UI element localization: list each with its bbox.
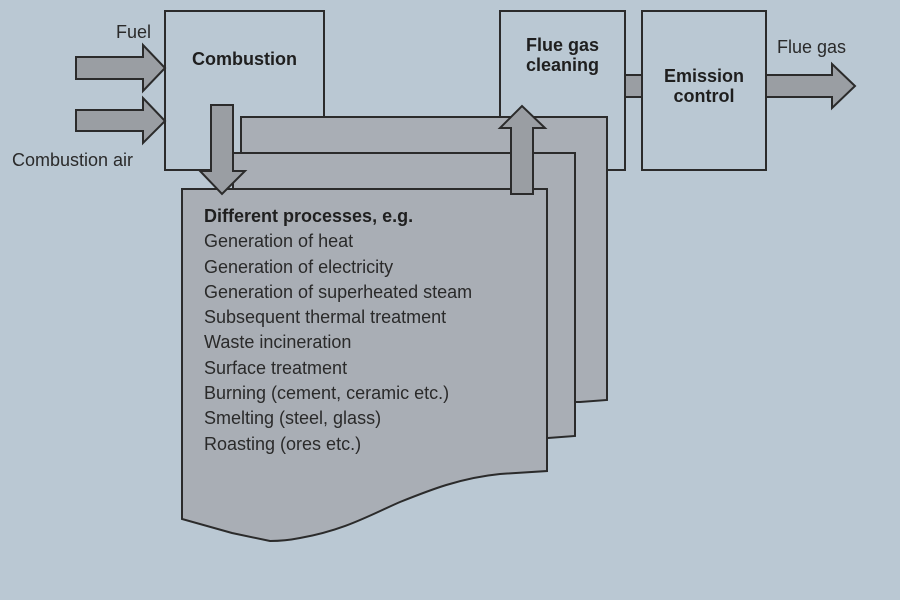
connector-bar <box>624 74 643 98</box>
process-item: Roasting (ores etc.) <box>204 433 362 454</box>
flue-gas-cleaning-line-1: Flue gas <box>525 35 600 55</box>
emission-control-line-2: control <box>673 86 735 106</box>
flue-gas-cleaning-title: Flue gas cleaning <box>500 35 625 75</box>
process-list-heading: Different processes, e.g. <box>204 206 414 226</box>
process-item: Smelting (steel, glass) <box>204 408 382 429</box>
down-arrow <box>197 104 248 196</box>
process-list: Different processes, e.g. Generation of … <box>204 204 472 457</box>
process-item: Generation of heat <box>204 231 354 252</box>
flue-gas-arrow <box>765 61 857 111</box>
flue-gas-output-label: Flue gas <box>777 37 847 57</box>
combustion-air-arrow <box>75 95 167 146</box>
process-item: Generation of superheated steam <box>204 281 473 302</box>
fuel-label: Fuel <box>116 22 152 42</box>
emission-control-box <box>641 10 767 171</box>
emission-control-line-1: Emission <box>663 66 745 86</box>
fuel-arrow <box>75 42 167 94</box>
process-item: Generation of electricity <box>204 256 394 277</box>
flue-gas-cleaning-line-2: cleaning <box>525 55 600 75</box>
process-item: Subsequent thermal treatment <box>204 307 447 328</box>
combustion-air-label: Combustion air <box>12 150 134 170</box>
process-page-front <box>181 188 548 543</box>
up-arrow <box>497 104 548 195</box>
process-item: Burning (cement, ceramic etc.) <box>204 383 450 404</box>
emission-control-title: Emission control <box>642 66 766 106</box>
process-item: Surface treatment <box>204 357 348 378</box>
process-item: Waste incineration <box>204 332 352 353</box>
combustion-title: Combustion <box>192 49 297 69</box>
